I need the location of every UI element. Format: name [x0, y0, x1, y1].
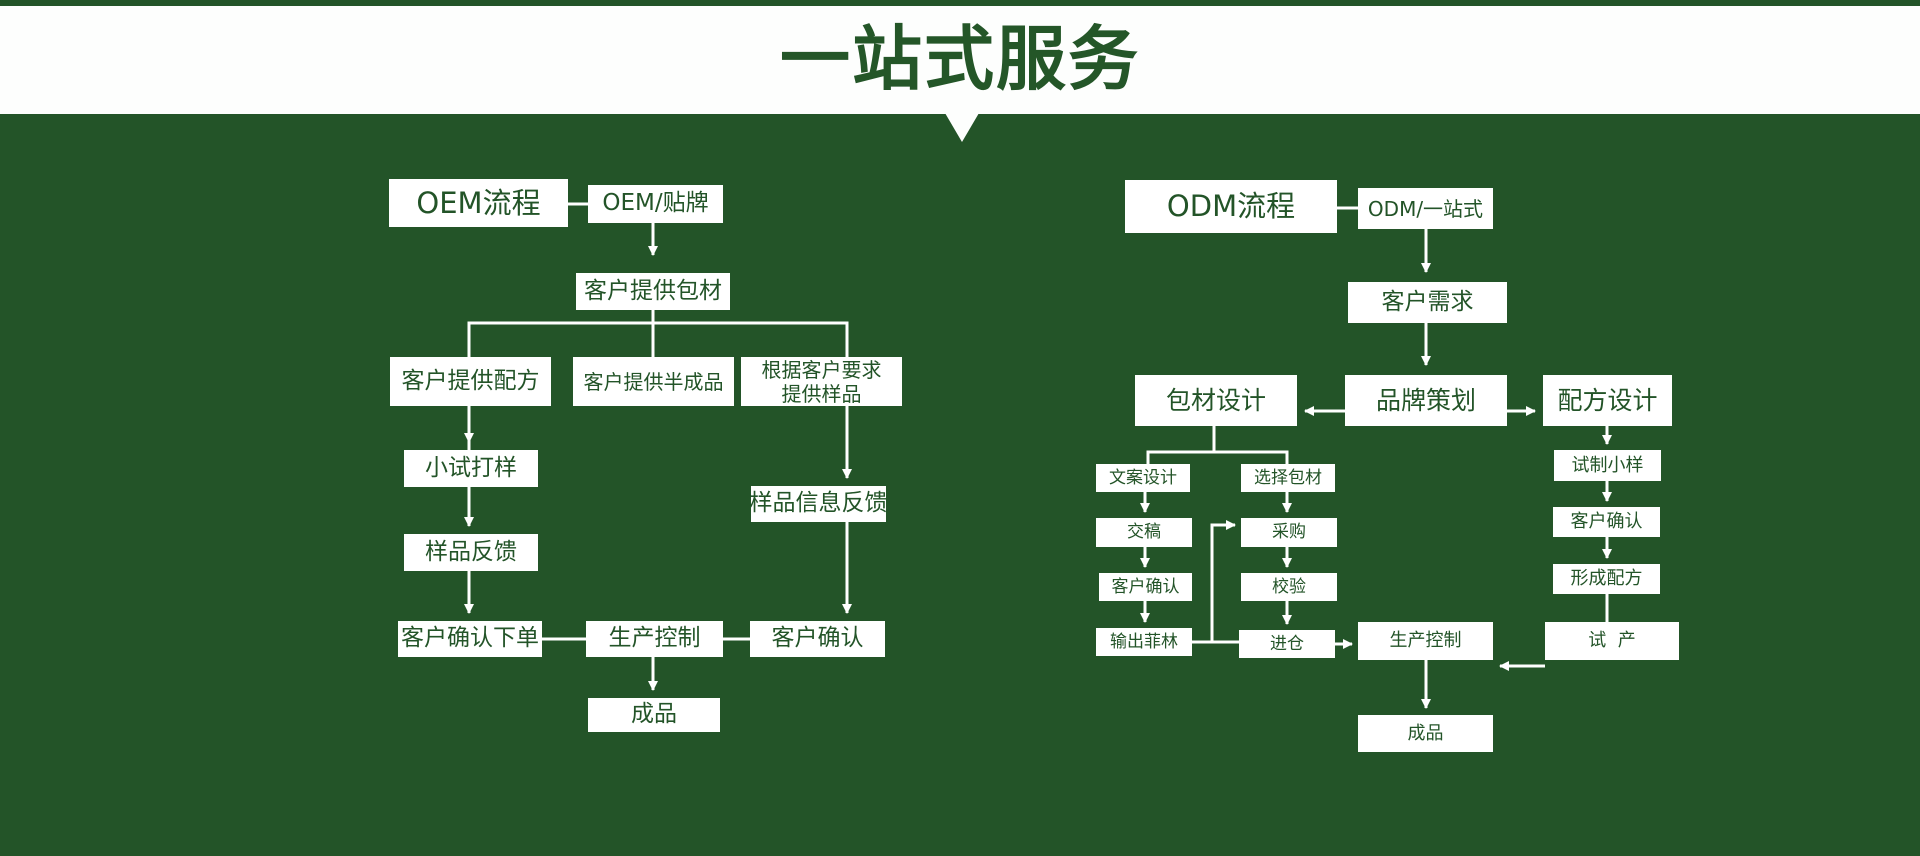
oem-production: 生产控制	[586, 621, 723, 657]
odm-start: ODM/一站式	[1358, 188, 1493, 229]
odm-header: ODM流程	[1125, 180, 1337, 233]
odm-brand: 品牌策划	[1345, 375, 1507, 426]
oem-start: OEM/贴牌	[588, 185, 723, 223]
header-notch	[945, 113, 979, 142]
odm-product: 成品	[1358, 715, 1493, 752]
odm-form-formula: 形成配方	[1553, 564, 1660, 594]
oem-header: OEM流程	[389, 179, 568, 227]
sample-line-1: 根据客户要求	[761, 357, 882, 382]
odm-warehouse: 进仓	[1239, 630, 1335, 658]
odm-pack-design: 包材设计	[1135, 375, 1297, 426]
oem-confirm: 客户确认	[750, 621, 885, 657]
oem-formula: 客户提供配方	[390, 357, 551, 406]
odm-demand: 客户需求	[1348, 282, 1507, 323]
odm-choose-pack: 选择包材	[1241, 464, 1335, 492]
oem-trial: 小试打样	[404, 450, 538, 487]
page-title: 一站式服务	[780, 17, 1140, 100]
odm-client-confirm: 客户确认	[1099, 573, 1192, 601]
oem-product: 成品	[588, 698, 720, 732]
oem-confirm-order: 客户确认下单	[398, 621, 542, 657]
oem-feedback: 样品反馈	[404, 534, 538, 571]
odm-submit: 交稿	[1096, 518, 1192, 547]
odm-purchase: 采购	[1241, 518, 1337, 547]
sample-line-2: 提供样品	[781, 381, 862, 406]
header-banner	[0, 6, 1920, 114]
odm-copy-design: 文案设计	[1096, 464, 1190, 492]
odm-film: 输出菲林	[1096, 628, 1192, 656]
odm-trial-sample: 试制小样	[1554, 450, 1661, 481]
oem-sample-request: 根据客户要求 提供样品	[741, 357, 902, 406]
oem-sample-feedback: 样品信息反馈	[750, 486, 888, 522]
odm-formula-design: 配方设计	[1543, 375, 1672, 426]
oem-semi-finished: 客户提供半成品	[573, 357, 734, 406]
oem-packaging: 客户提供包材	[576, 273, 730, 310]
odm-client-confirm-2: 客户确认	[1553, 507, 1660, 537]
odm-trial-production: 试 产	[1545, 622, 1679, 660]
odm-production: 生产控制	[1358, 622, 1493, 660]
top-stripe	[0, 0, 1920, 6]
odm-inspect: 校验	[1241, 573, 1337, 601]
